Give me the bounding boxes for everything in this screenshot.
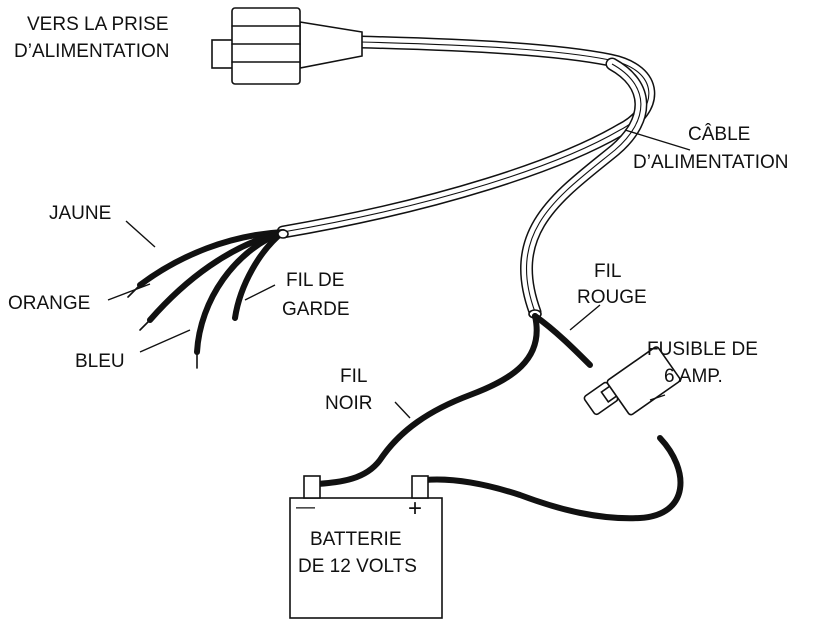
battery-wires	[315, 309, 684, 522]
red-wire-to-battery	[422, 435, 684, 522]
plug-label-line2: D’ALIMENTATION	[14, 41, 170, 62]
fuse-holder	[583, 346, 681, 416]
cable-label-line2: D’ALIMENTATION	[633, 152, 789, 173]
plug-label-line1: VERS LA PRISE	[27, 14, 169, 35]
black-label-line2: NOIR	[325, 393, 373, 414]
loose-wires	[127, 229, 289, 369]
red-label-line2: ROUGE	[577, 287, 647, 308]
labels: VERS LA PRISE D’ALIMENTATION CÂBLE D’ALI…	[8, 14, 789, 577]
red-wire	[532, 313, 593, 368]
power-cable	[276, 35, 656, 319]
power-plug	[211, 7, 363, 85]
blue-label: BLEU	[75, 351, 125, 372]
guard-label-line2: GARDE	[282, 299, 350, 320]
yellow-wire	[137, 229, 286, 288]
guard-label-line1: FIL DE	[286, 270, 344, 291]
guard-wire	[232, 229, 286, 321]
leader-lines	[107, 129, 691, 419]
fuse-label-line1: FUSIBLE DE	[647, 339, 758, 360]
fuse-label-line2: 6 AMP.	[664, 366, 723, 387]
black-wire	[315, 313, 540, 487]
minus-symbol: —	[296, 497, 315, 518]
battery-label-line1: BATTERIE	[310, 529, 402, 550]
battery	[289, 475, 443, 619]
black-label-line1: FIL	[340, 366, 367, 387]
blue-wire	[194, 229, 286, 355]
plus-symbol: +	[408, 495, 422, 522]
red-label-line1: FIL	[594, 261, 621, 282]
cable-label-line1: CÂBLE	[688, 123, 750, 145]
yellow-label: JAUNE	[49, 203, 111, 224]
orange-label: ORANGE	[8, 293, 90, 314]
battery-label-line2: DE 12 VOLTS	[298, 556, 417, 577]
